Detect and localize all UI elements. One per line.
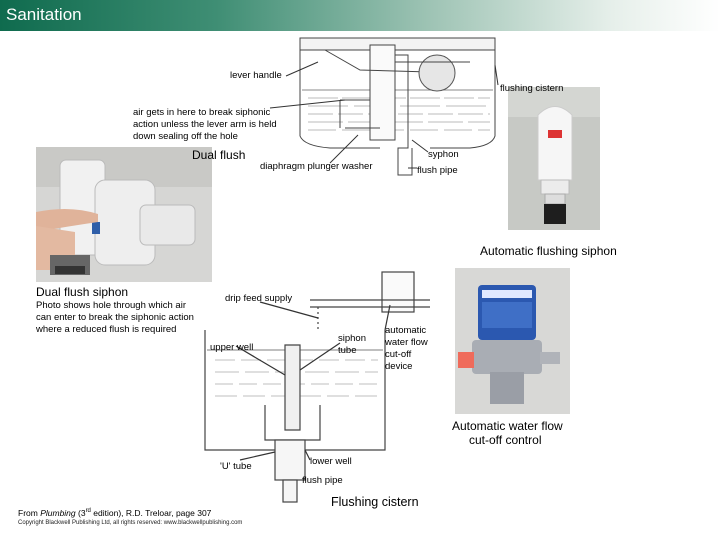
auto-device-line4: device: [385, 361, 413, 372]
credit-book: Plumbing: [40, 508, 76, 518]
auto-device-line1: automatic: [385, 325, 427, 336]
cutoff-caption-line2: cut-off control: [469, 433, 542, 447]
flush-pipe-label-bottom: flush pipe: [302, 475, 343, 486]
lower-well-label: lower well: [310, 456, 352, 467]
flush-pipe-label-top: flush pipe: [417, 165, 458, 176]
air-note-line2: action unless the lever arm is held: [133, 119, 277, 130]
cutoff-control-photo: [455, 268, 570, 414]
drip-feed-label: drip feed supply: [225, 293, 293, 304]
dual-flush-photo: [36, 147, 212, 282]
page-title: Sanitation: [6, 5, 82, 24]
diaphragm-label: diaphragm plunger washer: [260, 161, 373, 172]
credit-edition: (3: [75, 508, 86, 518]
dual-flush-caption-line3: where a reduced flush is required: [36, 324, 177, 335]
cutoff-caption-line1: Automatic water flow: [452, 419, 563, 433]
lever-handle-label: lever handle: [230, 70, 282, 81]
credit-line1: From Plumbing (3rd edition), R.D. Treloa…: [18, 508, 211, 518]
dual-flush-siphon-title: Dual flush siphon: [36, 285, 129, 299]
credit-prefix: From: [18, 508, 41, 518]
flushing-cistern-title: Flushing cistern: [331, 495, 419, 509]
auto-device-line2: water flow: [385, 337, 428, 348]
automatic-siphon-caption: Automatic flushing siphon: [480, 244, 617, 258]
dual-flush-caption-line1: Photo shows hole through which air: [36, 300, 186, 311]
credit-rest: edition), R.D. Treloar, page 307: [90, 508, 212, 518]
air-note-line1: air gets in here to break siphonic: [133, 107, 271, 118]
siphon-tube-label-line1: siphon: [338, 333, 366, 344]
upper-well-label: upper well: [210, 342, 254, 353]
air-note-line3: down sealing off the hole: [133, 131, 238, 142]
flushing-cistern-label: flushing cistern: [500, 83, 564, 94]
credit-line2: Copyright Blackwell Publishing Ltd, all …: [18, 520, 243, 526]
header-bar: [0, 0, 720, 31]
siphon-tube-label-line2: tube: [338, 345, 357, 356]
dual-flush-label: Dual flush: [192, 148, 246, 162]
flushing-cistern-diagram: [204, 271, 430, 503]
syphon-label: syphon: [428, 149, 459, 160]
dual-flush-caption-line2: can enter to break the siphonic action: [36, 312, 194, 323]
top-cistern-diagram: [269, 37, 499, 176]
credit-sup: rd: [85, 508, 91, 515]
automatic-siphon-photo: [508, 87, 600, 230]
u-tube-label: 'U' tube: [220, 461, 252, 472]
auto-device-line3: cut-off: [385, 349, 412, 360]
